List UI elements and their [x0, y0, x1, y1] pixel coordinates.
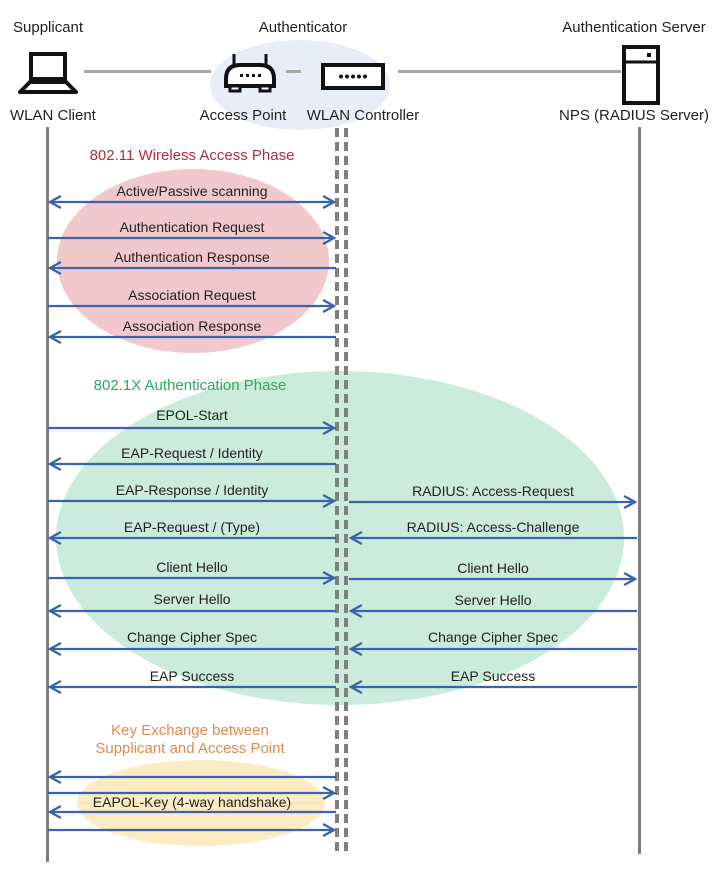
wlan-controller-icon: [321, 63, 385, 95]
lifeline-wlan-client: [46, 127, 49, 862]
role-label-authentication-server: Authentication Server: [562, 19, 706, 36]
message-arrow: [47, 456, 336, 477]
message-label: RADIUS: Access-Challenge: [406, 519, 580, 535]
message-label: EPOL-Start: [156, 407, 228, 423]
device-label-wlan-client: WLAN Client: [10, 107, 96, 124]
phase-title-802-11-wireless-access: 802.11 Wireless Access Phase: [89, 147, 295, 164]
phase-ellipse: [77, 760, 325, 846]
message-arrow: [48, 822, 337, 843]
message-arrow: [348, 530, 637, 551]
message-label: Server Hello: [153, 591, 231, 607]
laptop-icon: [13, 52, 83, 101]
message-label: EAP Success: [149, 668, 235, 684]
message-label: Server Hello: [454, 592, 532, 608]
lifeline-wlan-controller: [344, 128, 348, 852]
lifeline-access-point: [335, 128, 339, 852]
message-label: Client Hello: [156, 559, 228, 575]
role-label-supplicant: Supplicant: [13, 19, 84, 36]
message-label: RADIUS: Access-Request: [412, 483, 574, 499]
message-arrow: [349, 571, 638, 592]
message-label: Client Hello: [457, 560, 529, 576]
message-arrow: [47, 194, 337, 215]
message-arrow: [47, 804, 336, 825]
message-arrow: [48, 785, 337, 806]
message-label: EAP-Request / Identity: [121, 445, 263, 461]
message-arrow: [349, 494, 638, 515]
message-arrow: [48, 298, 337, 319]
message-label: EAP-Response / Identity: [115, 482, 269, 498]
message-arrow: [47, 530, 336, 551]
message-label: EAPOL-Key (4-way handshake): [92, 794, 292, 810]
phase-ellipse: [57, 169, 329, 353]
message-arrow: [348, 641, 637, 662]
message-arrow: [48, 493, 337, 514]
message-arrow: [348, 603, 637, 624]
message-label: Authentication Response: [114, 249, 270, 265]
connector-line: [398, 70, 621, 73]
lifeline-nps-server: [638, 127, 641, 854]
message-arrow: [47, 260, 336, 281]
message-label: Association Request: [128, 287, 256, 303]
message-arrow: [47, 603, 336, 624]
phase-title-key-exchange: Key Exchange between Supplicant and Acce…: [95, 722, 285, 757]
connector-line: [84, 70, 211, 73]
message-label: Change Cipher Spec: [428, 629, 558, 645]
message-arrow: [48, 420, 337, 441]
access-point-icon: [222, 52, 278, 99]
message-label: EAP Success: [450, 668, 536, 684]
message-label: Association Response: [122, 318, 262, 334]
device-label-access-point: Access Point: [199, 107, 287, 124]
message-arrow: [47, 679, 336, 700]
message-label: Change Cipher Spec: [127, 629, 257, 645]
device-label-nps-radius-server: NPS (RADIUS Server): [558, 107, 710, 124]
message-label: Active/Passive scanning: [116, 183, 268, 199]
server-icon: [622, 45, 660, 110]
message-label: EAP-Request / (Type): [123, 519, 261, 535]
message-label: Authentication Request: [119, 219, 265, 235]
message-arrow: [348, 679, 637, 700]
message-arrow: [47, 641, 336, 662]
device-label-wlan-controller: WLAN Controller: [306, 107, 420, 124]
message-arrow: [48, 570, 337, 591]
message-arrow: [47, 769, 336, 790]
phase-title-802-1x-authentication: 802.1X Authentication Phase: [93, 377, 287, 394]
message-arrow: [48, 230, 337, 251]
message-arrow: [47, 329, 336, 350]
connector-dash: [286, 70, 301, 73]
role-label-authenticator: Authenticator: [258, 19, 348, 36]
